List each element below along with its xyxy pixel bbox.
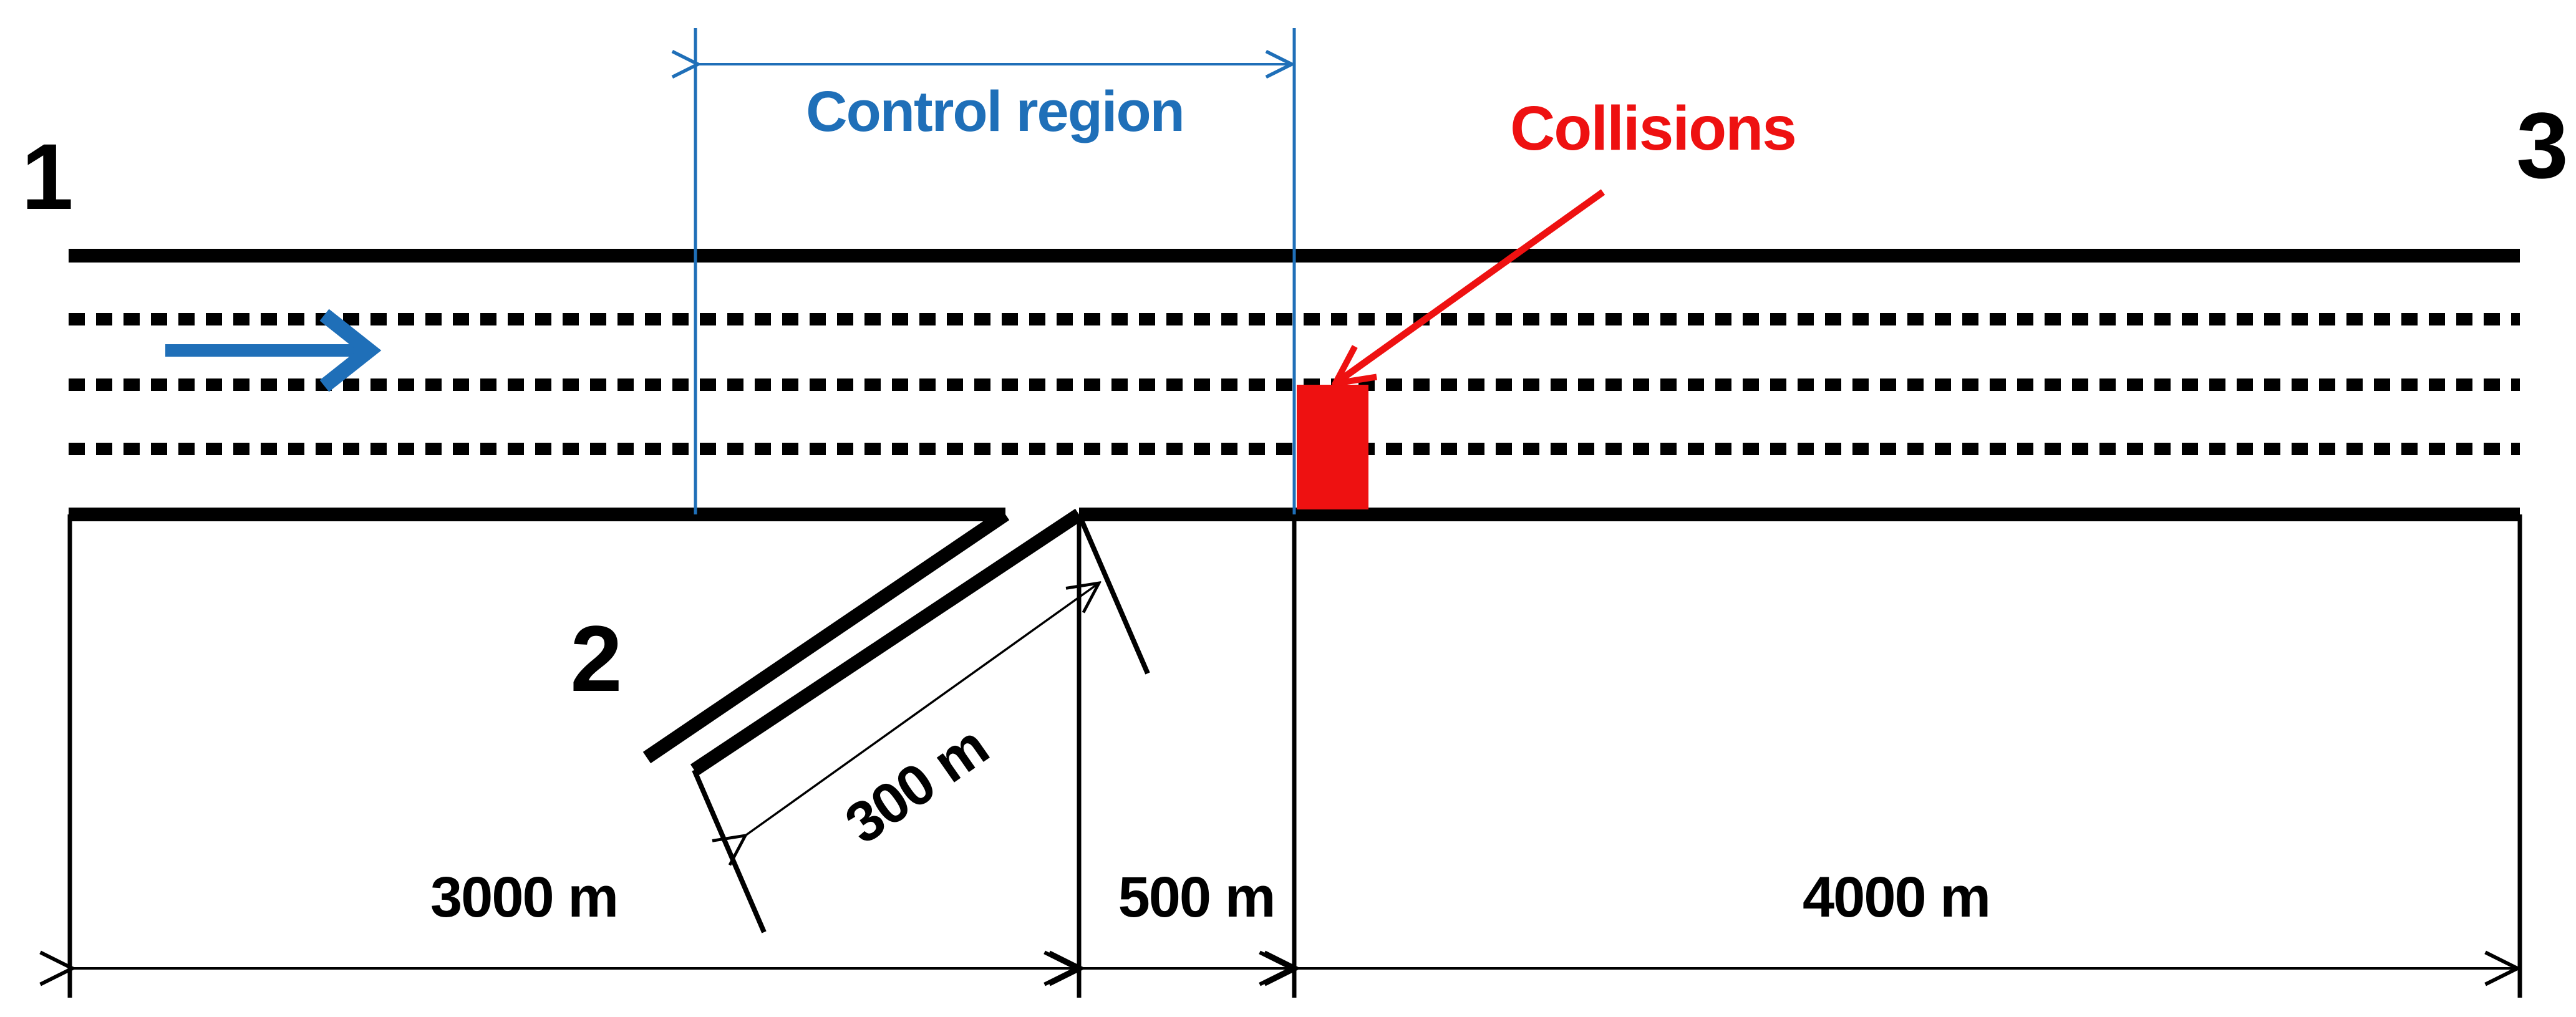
node-1-label: 1 (21, 124, 72, 229)
on-ramp-right-edge (690, 508, 1083, 776)
ramp-length-label: 300 m (834, 714, 999, 856)
ramp-dimension-arrow (745, 583, 1099, 836)
control-region-label: Control region (806, 80, 1184, 143)
collisions-label: Collisions (1510, 94, 1796, 163)
upstream-length-label: 3000 m (430, 865, 617, 929)
collision-zone (1297, 385, 1368, 509)
collisions-pointer-arrow (1338, 189, 1605, 382)
node-3-label: 3 (2516, 93, 2567, 198)
ramp-extension-line-bottom (692, 769, 767, 933)
downstream-length-label: 4000 m (1803, 865, 1990, 929)
merge-length-label: 500 m (1118, 865, 1275, 929)
ramp-extension-line-top (1077, 513, 1150, 675)
arrow-right-icon (165, 309, 382, 392)
lane-dividers (69, 313, 2520, 455)
node-2-label: 2 (570, 606, 621, 711)
